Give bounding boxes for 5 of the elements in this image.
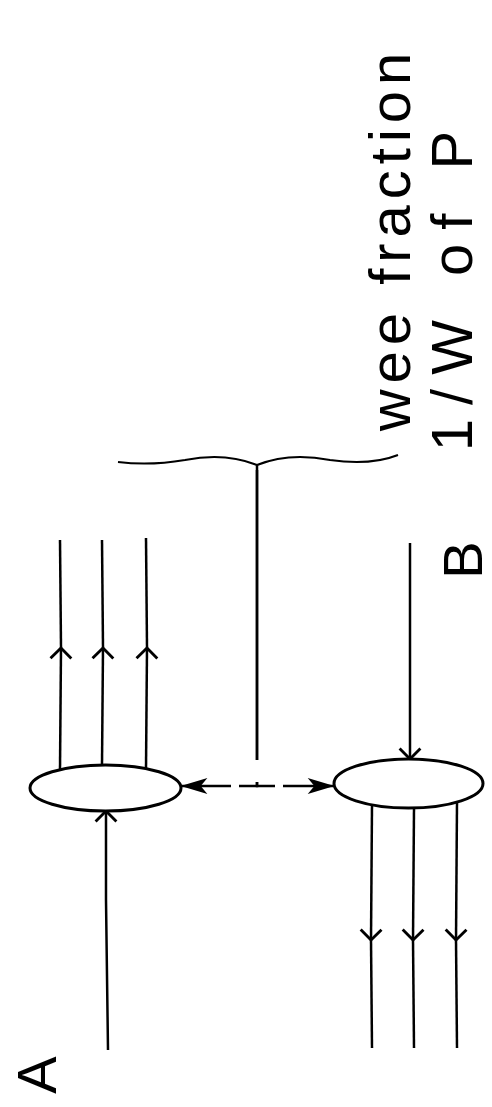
arrow [255,470,335,794]
annotation-text: 1/W of P [423,116,482,452]
annotation-text: wee fraction [361,46,420,432]
part-label: B [434,541,491,579]
part-label: A [8,1056,65,1094]
